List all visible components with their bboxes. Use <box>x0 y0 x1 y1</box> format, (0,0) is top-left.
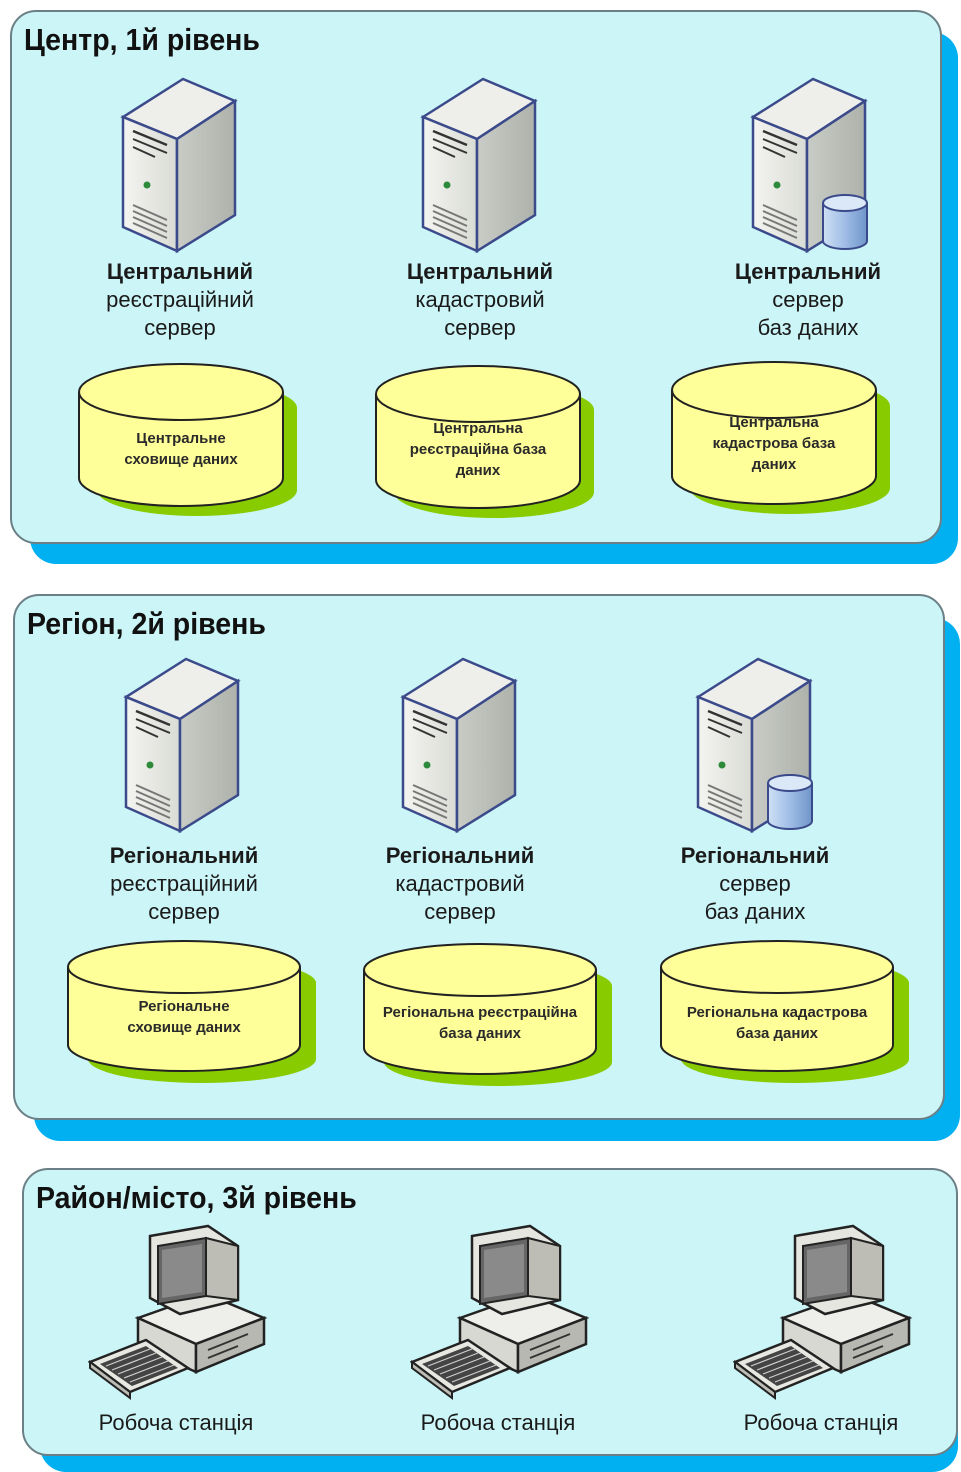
database-server-icon <box>696 657 813 833</box>
database-cylinder <box>363 943 612 1086</box>
level-title: Регіон, 2й рівень <box>27 606 266 641</box>
server-icon <box>401 657 517 833</box>
workstation-icon <box>88 1224 266 1400</box>
database-server-icon <box>751 77 868 253</box>
server-icon <box>124 657 240 833</box>
server-icon <box>121 77 237 253</box>
database-cylinder <box>67 940 316 1083</box>
workstation-icon <box>410 1224 588 1400</box>
level-title: Район/місто, 3й рівень <box>36 1180 357 1215</box>
workstation-icon <box>733 1224 911 1400</box>
database-cylinder <box>660 940 909 1083</box>
database-cylinder <box>671 361 890 514</box>
database-cylinder <box>375 365 594 518</box>
workstation-label: Робоча станція <box>743 1410 899 1435</box>
database-cylinder <box>78 363 297 516</box>
level-title: Центр, 1й рівень <box>24 22 260 57</box>
server-icon <box>421 77 537 253</box>
workstation-label: Робоча станція <box>98 1410 254 1435</box>
workstation-label: Робоча станція <box>420 1410 576 1435</box>
